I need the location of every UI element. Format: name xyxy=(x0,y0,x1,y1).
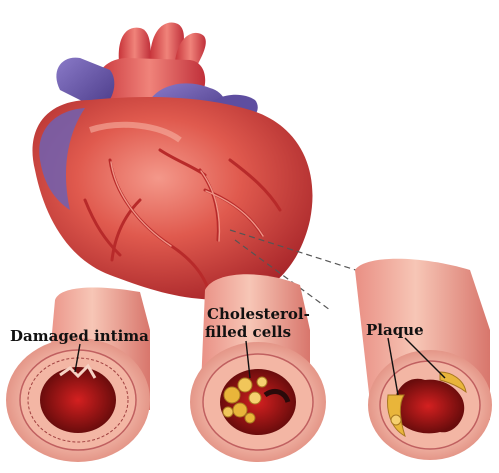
cholesterol-label-line1: Cholesterol- xyxy=(207,306,310,322)
damaged-intima-label: Damaged intima xyxy=(10,328,149,344)
cholesterol-label-line2: filled cells xyxy=(205,324,291,340)
artery-cholesterol xyxy=(190,274,326,462)
artery-damaged-intima xyxy=(6,287,150,462)
plaque-label: Plaque xyxy=(366,322,424,338)
artery-plaque xyxy=(355,259,492,460)
